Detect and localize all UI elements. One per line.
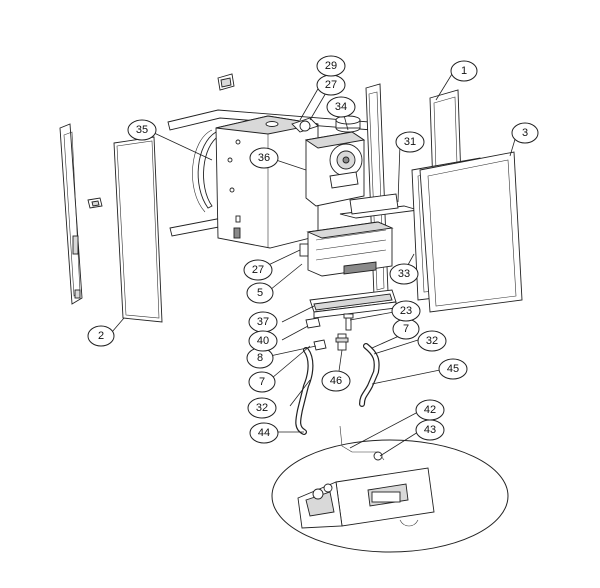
bracket-31 — [339, 193, 419, 219]
callout-31-label: 31 — [404, 136, 416, 148]
callout-7-left-label: 7 — [259, 376, 265, 388]
fitting-40 — [305, 317, 321, 329]
callout-44: 44 — [249, 422, 279, 444]
callout-44-label: 44 — [258, 427, 270, 439]
small-clip-left — [87, 197, 103, 209]
callouts: 1 2 3 5 7 7 8 23 — [87, 55, 539, 444]
callout-7-left: 7 — [248, 371, 276, 393]
callout-29: 29 — [316, 55, 346, 77]
front-cover-3 — [419, 151, 523, 313]
callout-7-right: 7 — [392, 318, 420, 340]
callout-5-label: 5 — [257, 287, 263, 299]
burner — [309, 289, 397, 319]
callout-36-label: 36 — [258, 152, 270, 164]
left-side-rail — [59, 123, 83, 305]
callout-5: 5 — [246, 282, 274, 304]
callout-31: 31 — [395, 131, 425, 153]
callout-8-label: 8 — [257, 352, 263, 364]
callout-29-label: 29 — [325, 60, 337, 72]
fan-assembly — [304, 115, 366, 207]
hose-45 — [359, 343, 380, 407]
callout-33-label: 33 — [398, 268, 410, 280]
callout-34: 34 — [326, 96, 356, 118]
callout-1: 1 — [450, 60, 478, 82]
callout-32-left: 32 — [247, 397, 277, 419]
callout-40: 40 — [248, 330, 278, 352]
detail-inset — [271, 425, 509, 553]
callout-27-bottom: 27 — [243, 259, 273, 281]
callout-27-top-label: 27 — [325, 79, 337, 91]
callout-27-bottom-label: 27 — [252, 264, 264, 276]
callout-33: 33 — [389, 263, 419, 285]
callout-36: 36 — [249, 147, 279, 169]
hose-44 — [295, 347, 314, 435]
callout-37-label: 37 — [257, 316, 269, 328]
callout-35: 35 — [127, 119, 157, 141]
fan-hood — [291, 117, 319, 133]
callout-43: 43 — [415, 419, 445, 441]
valve-46 — [335, 333, 349, 351]
callout-32-left-label: 32 — [256, 402, 268, 414]
callout-46: 46 — [321, 370, 351, 392]
side-panel-2 — [113, 136, 163, 323]
callout-45: 45 — [438, 358, 468, 380]
top-clip — [217, 73, 235, 91]
sensor-23 — [343, 313, 354, 331]
callout-1-label: 1 — [461, 65, 467, 77]
callout-27-top: 27 — [316, 74, 346, 96]
combustion-chamber — [215, 115, 319, 249]
callout-40-label: 40 — [257, 335, 269, 347]
callout-42: 42 — [415, 399, 445, 421]
callout-43-label: 43 — [424, 424, 436, 436]
fitting-8 — [313, 339, 327, 351]
callout-3: 3 — [511, 122, 539, 144]
callout-2: 2 — [87, 325, 115, 347]
callout-34-label: 34 — [335, 101, 347, 113]
callout-3-label: 3 — [522, 127, 528, 139]
heat-exchanger — [299, 221, 394, 277]
callout-35-label: 35 — [136, 124, 148, 136]
callout-32-right: 32 — [417, 330, 447, 352]
callout-23-label: 23 — [400, 305, 412, 317]
callout-46-label: 46 — [330, 375, 342, 387]
callout-45-label: 45 — [447, 363, 459, 375]
callout-32-right-label: 32 — [426, 335, 438, 347]
callout-37: 37 — [248, 311, 278, 333]
callout-7-right-label: 7 — [403, 323, 409, 335]
callout-42-label: 42 — [424, 404, 436, 416]
callout-2-label: 2 — [98, 330, 104, 342]
callout-23: 23 — [391, 300, 421, 322]
